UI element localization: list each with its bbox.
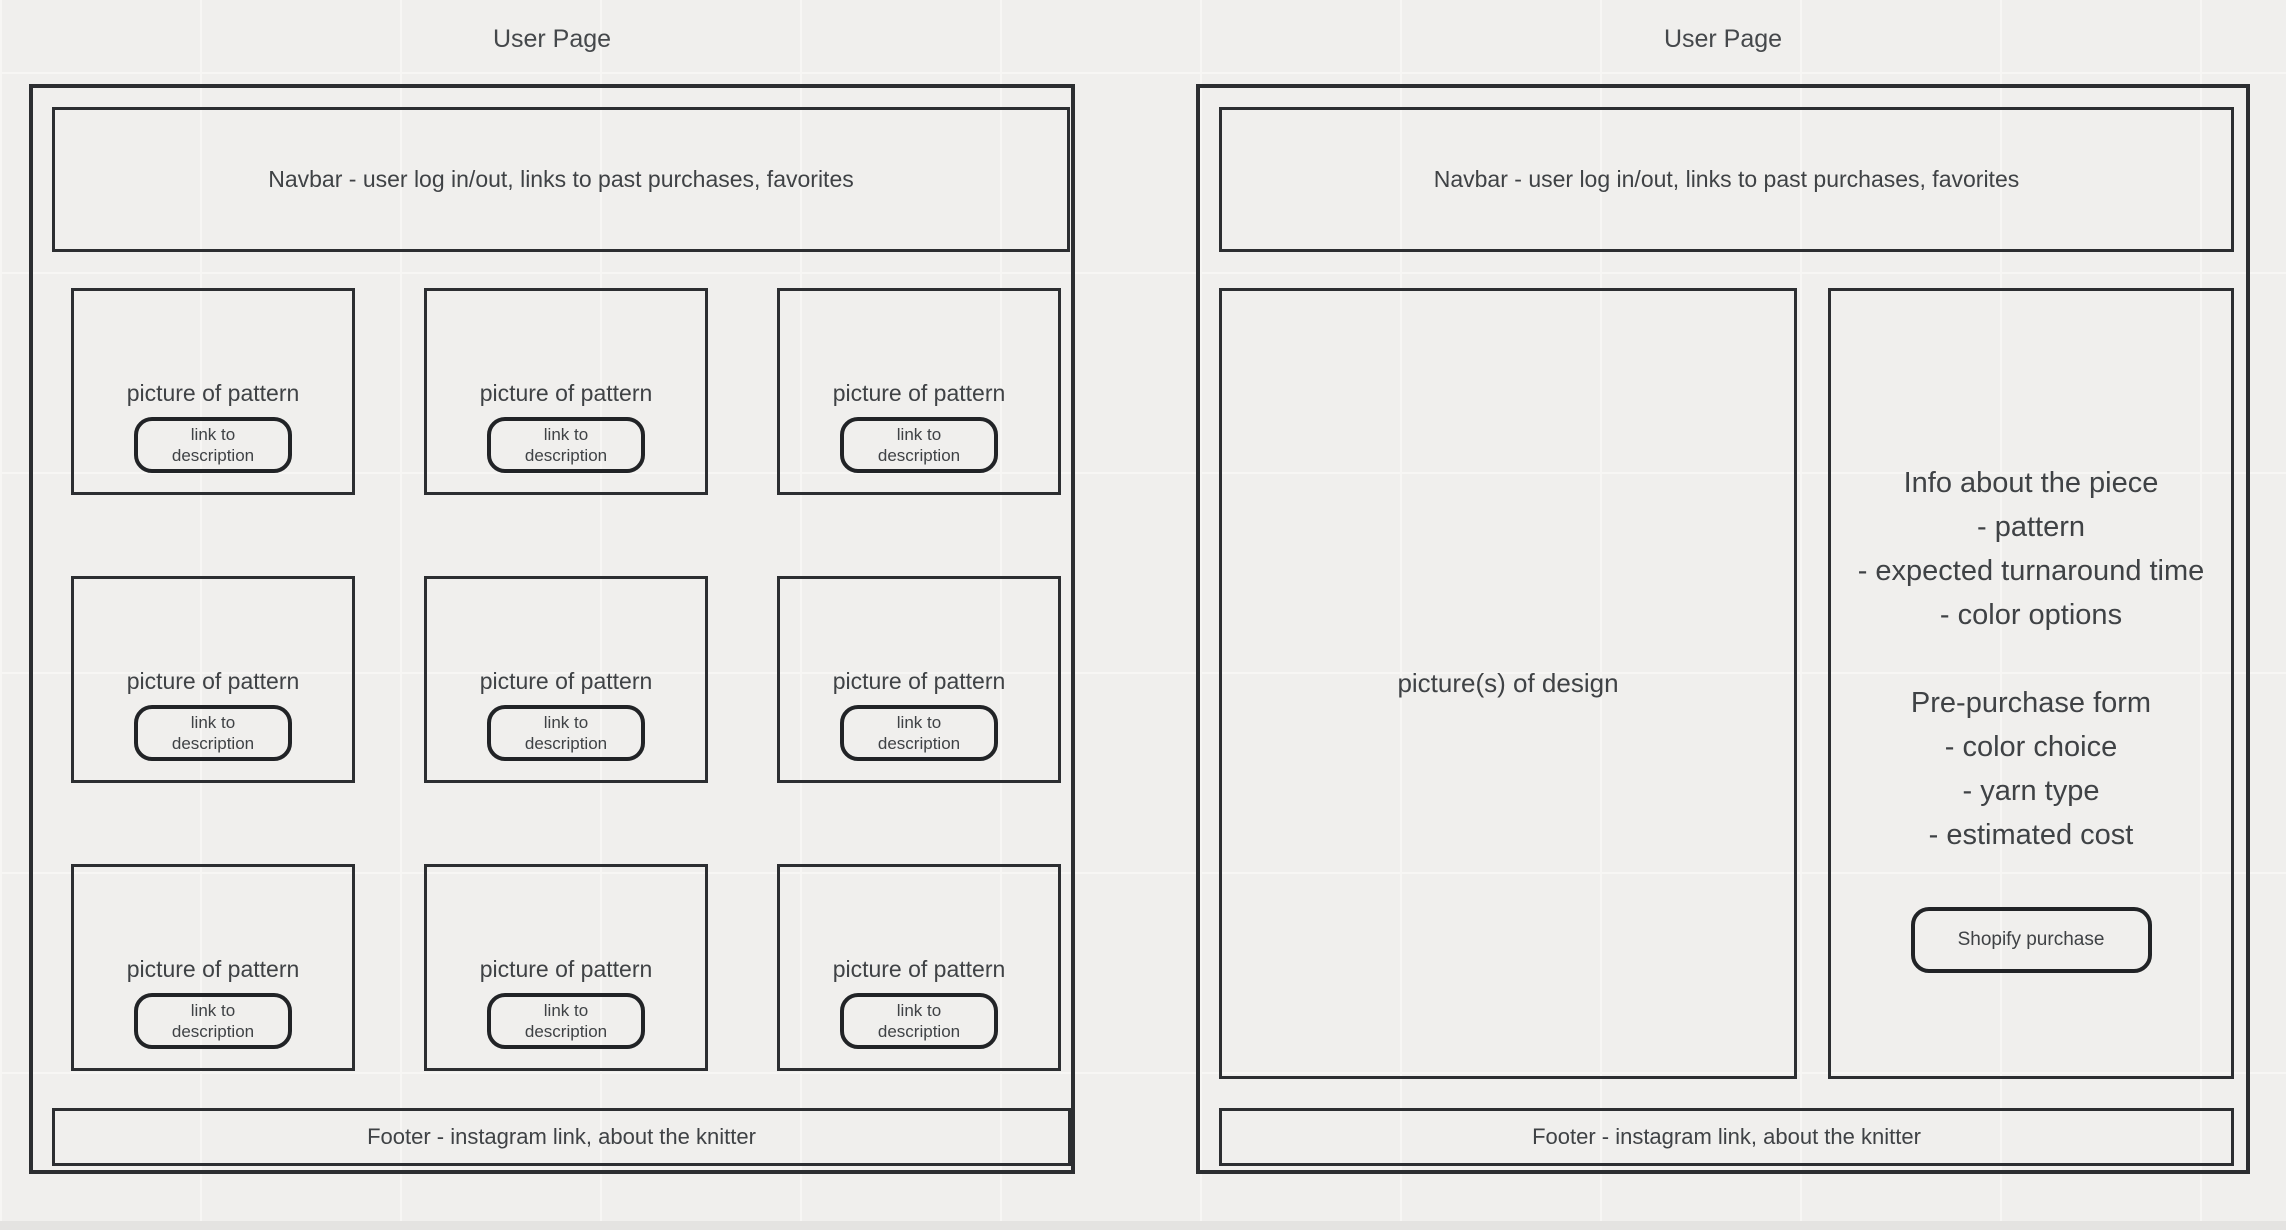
info-about-block: Info about the piece - pattern - expected … <box>1851 461 2211 637</box>
pattern-grid: picture of pattern link to description p… <box>71 288 1061 1071</box>
right-page-frame[interactable]: Navbar - user log in/out, links to past … <box>1196 84 2250 1174</box>
link-to-description-line1: link to <box>543 713 589 732</box>
right-footer-box[interactable]: Footer - instagram link, about the knitt… <box>1219 1108 2234 1166</box>
pattern-card-label: picture of pattern <box>126 956 300 982</box>
pattern-card[interactable]: picture of pattern link to description <box>71 576 355 783</box>
link-to-description-line1: link to <box>896 1001 942 1020</box>
pattern-card[interactable]: picture of pattern link to description <box>777 576 1061 783</box>
right-footer-label: Footer - instagram link, about the knitt… <box>1532 1124 1921 1149</box>
link-to-description-button[interactable]: link to description <box>840 705 998 761</box>
info-line: Pre-purchase form <box>1910 687 2152 719</box>
pattern-card-label: picture of pattern <box>832 668 1006 694</box>
right-navbar-box[interactable]: Navbar - user log in/out, links to past … <box>1219 107 2234 252</box>
design-picture-box[interactable]: picture(s) of design <box>1219 288 1797 1079</box>
pattern-card-label: picture of pattern <box>126 668 300 694</box>
info-panel[interactable]: Info about the piece - pattern - expected … <box>1828 288 2234 1079</box>
link-to-description-line2: description <box>524 1022 608 1041</box>
left-navbar-label: Navbar - user log in/out, links to past … <box>268 166 854 192</box>
link-to-description-line1: link to <box>190 1001 236 1020</box>
left-footer-label: Footer - instagram link, about the knitt… <box>367 1124 756 1149</box>
pattern-card[interactable]: picture of pattern link to description <box>777 288 1061 495</box>
link-to-description-line2: description <box>877 1022 961 1041</box>
link-to-description-line2: description <box>524 446 608 465</box>
left-page-frame[interactable]: Navbar - user log in/out, links to past … <box>29 84 1075 1174</box>
info-line: - expected turnaround time <box>1857 555 2205 587</box>
pattern-card[interactable]: picture of pattern link to description <box>424 864 708 1071</box>
link-to-description-line2: description <box>171 446 255 465</box>
left-footer-box[interactable]: Footer - instagram link, about the knitt… <box>52 1108 1071 1166</box>
link-to-description-button[interactable]: link to description <box>134 993 292 1049</box>
pattern-card[interactable]: picture of pattern link to description <box>424 288 708 495</box>
pattern-card-label: picture of pattern <box>832 956 1006 982</box>
left-navbar-box[interactable]: Navbar - user log in/out, links to past … <box>52 107 1070 252</box>
right-navbar-label: Navbar - user log in/out, links to past … <box>1433 166 2020 192</box>
link-to-description-line1: link to <box>190 713 236 732</box>
link-to-description-button[interactable]: link to description <box>134 417 292 473</box>
right-page-title[interactable]: User Page <box>1663 25 1783 53</box>
info-line: - color choice <box>1944 731 2118 763</box>
link-to-description-line2: description <box>171 734 255 753</box>
canvas-bottom-edge <box>0 1221 2286 1230</box>
link-to-description-button[interactable]: link to description <box>134 705 292 761</box>
info-line: - estimated cost <box>1928 819 2134 851</box>
shopify-purchase-label: Shopify purchase <box>1957 929 2105 950</box>
info-line: Info about the piece <box>1903 467 2159 499</box>
info-line: - yarn type <box>1962 775 2100 807</box>
link-to-description-button[interactable]: link to description <box>840 417 998 473</box>
pattern-card-label: picture of pattern <box>479 380 653 406</box>
prepurchase-form-block: Pre-purchase form - color choice - yarn ty… <box>1851 681 2211 857</box>
link-to-description-line2: description <box>877 446 961 465</box>
pattern-card[interactable]: picture of pattern link to description <box>71 288 355 495</box>
link-to-description-line1: link to <box>896 425 942 444</box>
info-line: - pattern <box>1977 511 2085 543</box>
pattern-card[interactable]: picture of pattern link to description <box>71 864 355 1071</box>
link-to-description-line1: link to <box>190 425 236 444</box>
link-to-description-line2: description <box>877 734 961 753</box>
design-picture-label: picture(s) of design <box>1397 668 1619 698</box>
link-to-description-button[interactable]: link to description <box>487 705 645 761</box>
link-to-description-line1: link to <box>543 425 589 444</box>
link-to-description-button[interactable]: link to description <box>487 417 645 473</box>
pattern-card[interactable]: picture of pattern link to description <box>777 864 1061 1071</box>
shopify-purchase-button[interactable]: Shopify purchase <box>1910 907 2152 973</box>
link-to-description-line1: link to <box>543 1001 589 1020</box>
link-to-description-button[interactable]: link to description <box>487 993 645 1049</box>
link-to-description-line2: description <box>171 1022 255 1041</box>
left-page-title[interactable]: User Page <box>492 25 612 53</box>
link-to-description-button[interactable]: link to description <box>840 993 998 1049</box>
link-to-description-line2: description <box>524 734 608 753</box>
pattern-card-label: picture of pattern <box>479 956 653 982</box>
pattern-card-label: picture of pattern <box>479 668 653 694</box>
pattern-card-label: picture of pattern <box>832 380 1006 406</box>
link-to-description-line1: link to <box>896 713 942 732</box>
info-line: - color options <box>1939 599 2123 631</box>
pattern-card-label: picture of pattern <box>126 380 300 406</box>
pattern-card[interactable]: picture of pattern link to description <box>424 576 708 783</box>
